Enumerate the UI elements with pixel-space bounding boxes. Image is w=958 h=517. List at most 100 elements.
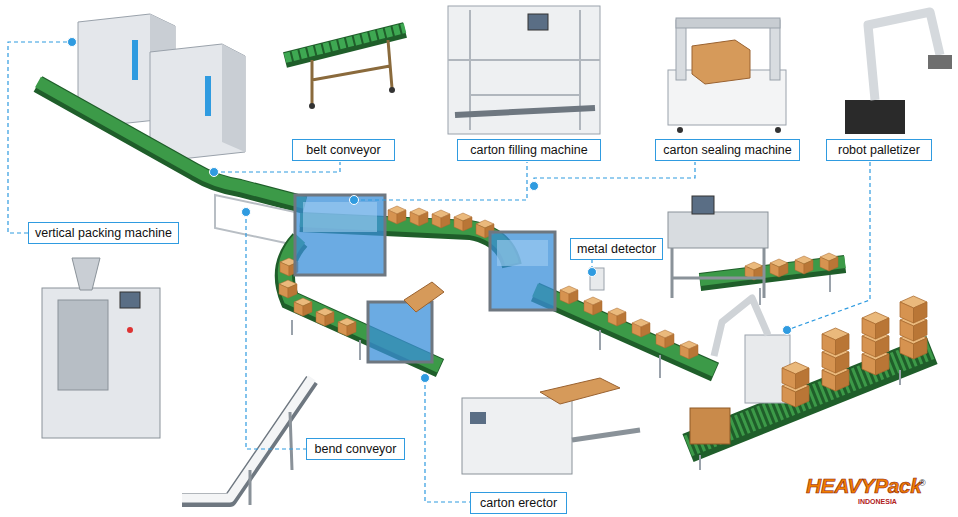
carton	[316, 308, 334, 326]
packing-machine-body	[150, 44, 245, 160]
callout-label: carton erector	[470, 492, 567, 514]
leader-dot	[68, 38, 77, 47]
callout-label: bend conveyor	[306, 438, 405, 460]
leader-line	[246, 212, 306, 449]
registered-mark: ®	[919, 478, 926, 488]
packing-machine-side	[222, 44, 245, 152]
conveyor-frame	[215, 195, 295, 245]
carton	[820, 253, 838, 271]
leader-dot	[530, 182, 539, 191]
leader-dot	[421, 374, 430, 383]
bend-conveyor-band	[182, 380, 312, 500]
erector-enclosure	[368, 302, 432, 362]
detector-legs	[672, 248, 764, 298]
carton	[584, 297, 602, 315]
sealing-machine-head	[676, 18, 780, 28]
carton	[822, 328, 849, 355]
detector-screen	[692, 196, 714, 214]
detector-frame	[668, 212, 768, 248]
leader-dot	[588, 268, 597, 277]
leader-line	[354, 162, 527, 200]
label-text: robot palletizer	[833, 140, 925, 160]
carton	[900, 296, 927, 323]
carton	[432, 210, 450, 228]
label-text: metal detector	[577, 239, 656, 259]
filling-machine-conveyor	[455, 108, 595, 115]
leader-line	[534, 162, 695, 186]
callout-label: belt conveyor	[292, 139, 395, 161]
flat-cartons	[404, 282, 444, 312]
carton	[862, 312, 889, 339]
leader-line	[425, 378, 470, 502]
carton	[410, 208, 428, 226]
leader-dot	[242, 208, 251, 217]
erector-outfeed	[572, 430, 640, 440]
carton	[632, 319, 650, 337]
filling-machine-frame	[448, 6, 600, 134]
vfs-hopper	[72, 258, 100, 290]
leader-dot	[783, 326, 792, 335]
carton	[560, 286, 578, 304]
callout-label: carton sealing machine	[655, 139, 800, 161]
sealing-window	[497, 240, 548, 266]
label-text: bend conveyor	[313, 439, 398, 459]
robot-base	[845, 100, 905, 134]
control-screen	[528, 14, 548, 30]
control-screen	[120, 292, 140, 308]
carton	[294, 298, 312, 316]
logo-subtext: INDONESIA	[858, 498, 897, 505]
conveyor-belt	[38, 82, 305, 203]
label-text: carton sealing machine	[662, 140, 793, 160]
callout-label: metal detector	[570, 238, 663, 260]
sealing-machine-post	[770, 20, 780, 80]
sealing-enclosure	[490, 232, 555, 310]
flat-carton-pile	[690, 408, 730, 444]
label-text: vertical packing machine	[35, 223, 172, 243]
caster-wheel	[775, 127, 781, 133]
sealing-machine-post	[676, 20, 686, 80]
carton	[608, 308, 626, 326]
caster-wheel	[309, 103, 315, 109]
carton	[680, 341, 698, 359]
erector-machine-body	[462, 398, 572, 474]
leader-dot	[210, 168, 219, 177]
carton	[338, 318, 356, 336]
label-text: belt conveyor	[299, 140, 388, 160]
erector-magazine	[540, 378, 620, 404]
caster-wheel	[677, 127, 683, 133]
carton	[782, 362, 809, 389]
label-text: carton filling machine	[464, 140, 594, 160]
conveyor-legs	[292, 275, 900, 470]
robot-gripper	[928, 55, 952, 69]
belt-conveyor-legs	[312, 40, 392, 104]
logo-text: HEAVYPack	[806, 474, 921, 498]
callout-label: robot palletizer	[826, 139, 932, 161]
leader-line	[8, 42, 72, 233]
packing-machine-panel	[205, 76, 211, 116]
packing-machine-panel	[132, 40, 138, 80]
control-screen	[470, 412, 486, 424]
robot-arm	[714, 298, 768, 356]
conveyor-belt	[535, 290, 715, 370]
carton	[279, 280, 297, 298]
sealed-carton	[692, 40, 750, 84]
leader-line	[214, 162, 340, 172]
control-button	[127, 327, 133, 333]
carton	[656, 330, 674, 348]
caster-wheel	[389, 87, 395, 93]
callout-label: carton filling machine	[457, 139, 601, 161]
carton	[795, 256, 813, 274]
filling-window	[303, 202, 377, 232]
leader-line	[787, 162, 870, 330]
filling-enclosure	[295, 195, 385, 275]
label-text: carton erector	[477, 493, 560, 513]
pallet-rollers	[688, 348, 932, 446]
filling-machine-struts	[448, 10, 600, 130]
carton	[454, 213, 472, 231]
vfs-machine-body	[42, 288, 160, 438]
callout-label: vertical packing machine	[28, 222, 179, 244]
leader-dot	[350, 196, 359, 205]
carton	[770, 259, 788, 277]
